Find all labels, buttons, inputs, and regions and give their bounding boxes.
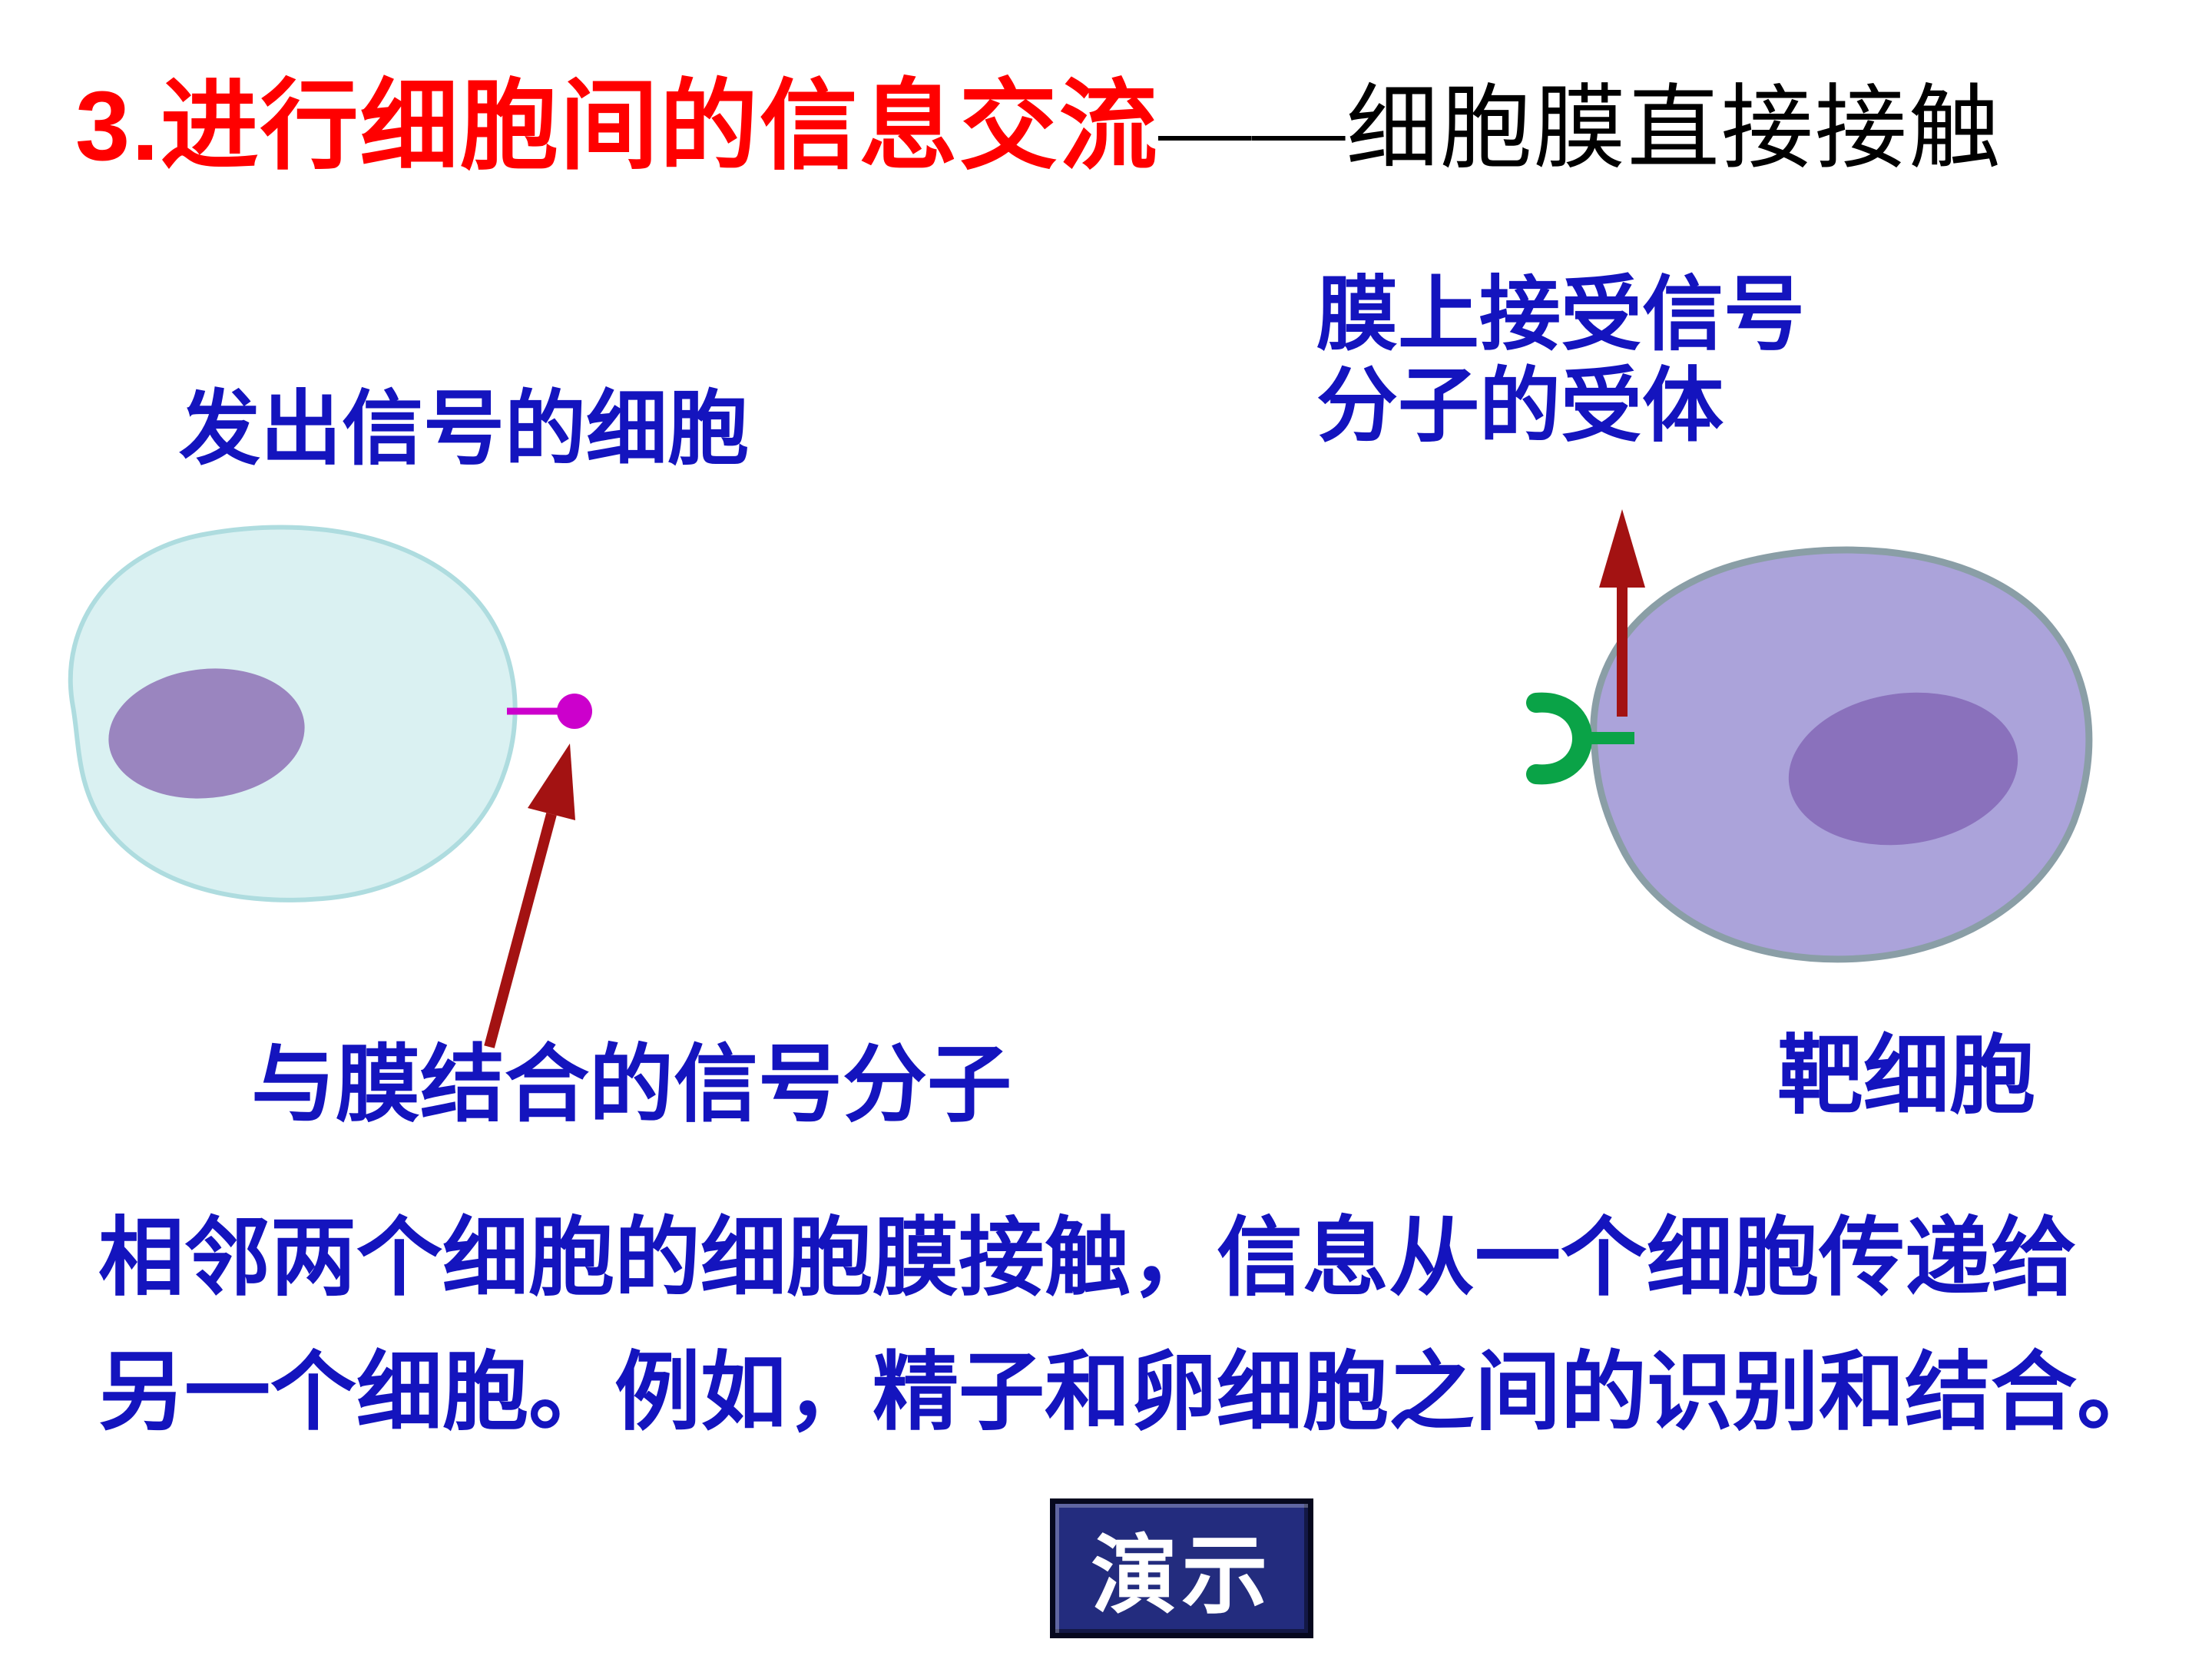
page-title: 3.进行细胞间的信息交流——细胞膜直接接触 [75, 46, 2002, 188]
receptor-label-line2: 分子的受体 [1316, 361, 1724, 452]
receptor-label: 膜上接受信号 分子的受体 [1316, 270, 1805, 452]
body-line-1: 相邻两个细胞的细胞膜接触，信息从一个细胞传递给 [98, 1211, 2077, 1306]
body-paragraph: 相邻两个细胞的细胞膜接触，信息从一个细胞传递给 另一个细胞。例如，精子和卵细胞之… [98, 1192, 2163, 1460]
receptor-arrowhead [1599, 509, 1645, 588]
receptor-label-line1: 膜上接受信号 [1316, 270, 1805, 360]
signal-cell-nucleus [108, 668, 305, 799]
signal-molecule-label: 与膜结合的信号分子 [251, 1038, 1012, 1132]
signal-cell-label: 发出信号的细胞 [179, 385, 749, 475]
target-cell-nucleus [1788, 692, 2018, 846]
title-red-part: 3.进行细胞间的信息交流 [75, 71, 1159, 181]
demo-button-label: 演示 [1091, 1529, 1273, 1624]
demo-button[interactable]: 演示 [1050, 1498, 1313, 1638]
target-cell-label: 靶细胞 [1777, 1029, 2035, 1124]
signal-molecule-head [557, 694, 592, 729]
receptor-cup [1526, 692, 1592, 785]
molecule-arrow-line [484, 813, 557, 1048]
molecule-arrowhead [528, 743, 575, 820]
title-black-part: ——细胞膜直接接触 [1158, 78, 2002, 180]
body-line-2: 另一个细胞。例如，精子和卵细胞之间的识别和结合。 [98, 1345, 2163, 1441]
